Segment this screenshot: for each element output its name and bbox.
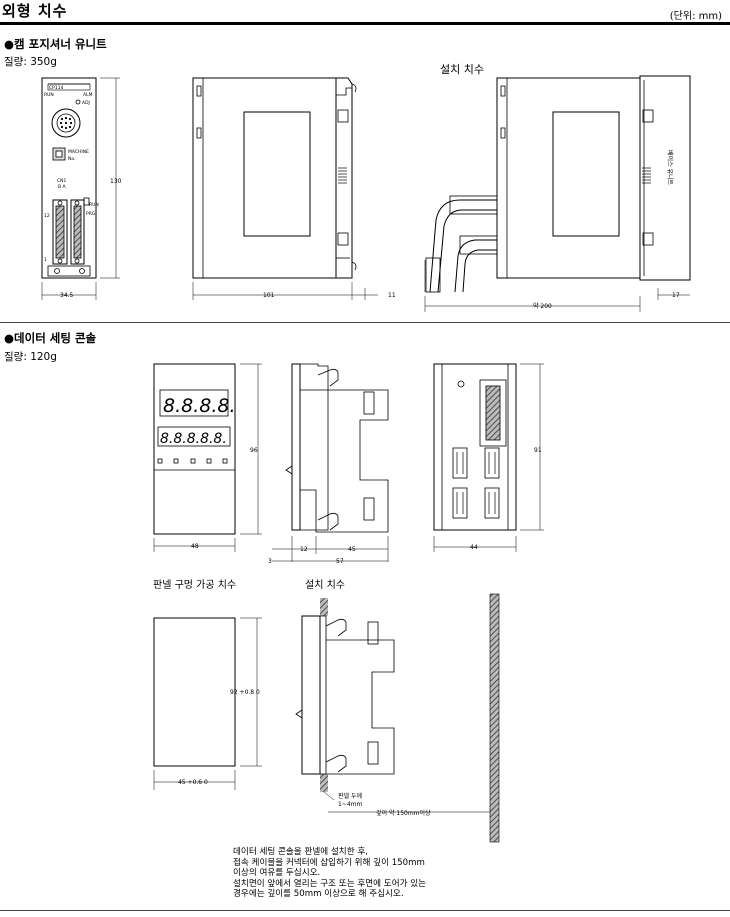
- cam-unit-side-view: 101 11: [192, 77, 396, 300]
- bottom-rule: [0, 910, 730, 911]
- side-vent-lines: [338, 167, 347, 184]
- machine-no-label: MACHINE: [68, 149, 89, 155]
- console-install-view: 판넬 두께 1~4mm 깊이 약 150mm이상: [295, 593, 500, 843]
- cam-unit-front-view: CP114 RUN ALM ADJ MACHINE No. CN1 B A: [41, 77, 122, 300]
- dim-base-offset-17: 17: [672, 292, 680, 299]
- console-front-view: 8.8.8.8. 8.8.8.8.8. 96 48: [153, 363, 262, 552]
- rotary-connector-pins: [59, 116, 73, 130]
- dim-install-depth-200: 약 200: [533, 302, 552, 310]
- console-side-view: 12 45 3 57: [268, 363, 389, 565]
- dim-side-57: 57: [336, 558, 344, 565]
- section-cam-positioner-weight: 질량: 350g: [4, 56, 57, 68]
- dim-depth-101: 101: [263, 292, 275, 299]
- cam-unit-install-view: 베이스 유니트 약 200 17: [424, 75, 691, 312]
- note-line: 이상의 여유를 두십시오.: [233, 868, 321, 879]
- panel-cut-view: 92 +0.8 0 45 +0.6 0: [153, 617, 262, 790]
- rear-wall: [489, 593, 500, 843]
- section-data-console-title: ●데이터 세팅 콘솔: [4, 331, 97, 345]
- display-upper: 8.8.8.8.: [163, 395, 236, 417]
- note-line: 경우에는 깊이를 50mm 이상으로 해 주십시오.: [233, 889, 404, 900]
- pin12-label: 12: [44, 213, 50, 219]
- dim-side-12: 12: [300, 546, 308, 553]
- dim-console-height-96: 96: [250, 447, 258, 454]
- install-dimension-label-1: 설치 치수: [440, 63, 484, 76]
- depth-note-label: 깊이 약 150mm이상: [376, 809, 431, 817]
- dim-cut-width: 45 +0.6 0: [178, 779, 208, 786]
- dim-rear-width-44: 44: [470, 544, 478, 551]
- page-title: 외형 치수: [2, 2, 68, 20]
- dim-rear-height-91: 91: [534, 447, 542, 454]
- dim-side-3: 3: [268, 558, 272, 565]
- key-3: [190, 458, 196, 464]
- install-vent-lines: [642, 167, 651, 184]
- prg-switch-label: PRG: [86, 211, 96, 217]
- pin1-label: 1: [44, 257, 47, 263]
- key-4: [206, 458, 212, 464]
- dim-height-130: 130: [110, 178, 122, 185]
- panel-thickness-range: 1~4mm: [338, 801, 363, 808]
- dim-width-34-5: 34.5: [60, 292, 74, 299]
- section-data-console-weight: 질량: 120g: [4, 351, 57, 363]
- dim-side-45: 45: [348, 546, 356, 553]
- no-label: No.: [68, 156, 75, 162]
- base-unit-label: 베이스 유니트: [666, 150, 674, 186]
- note-line: 접속 케이블을 커넥터에 삽입하기 위해 깊이 150mm: [233, 857, 425, 868]
- run-led-label: RUN: [44, 92, 54, 98]
- note-line: 데이터 세팅 콘솔을 판넬에 설치한 후,: [233, 847, 368, 857]
- dim-protrusion-11: 11: [388, 292, 396, 299]
- display-lower: 8.8.8.8.8.: [160, 431, 227, 447]
- section-divider: [0, 322, 730, 323]
- key-1: [157, 458, 163, 464]
- ba-label: B A: [58, 184, 67, 190]
- key-2: [173, 458, 179, 464]
- alm-led-label: ALM: [83, 92, 93, 98]
- section-cam-positioner-title: ●캠 포지셔너 유니트: [4, 37, 107, 51]
- panel-thickness-label: 판넬 두께: [338, 792, 362, 800]
- panel-cut-label: 판넬 구멍 가공 치수: [153, 580, 237, 591]
- cn1-label: CN1: [57, 178, 67, 184]
- install-note: 데이터 세팅 콘솔을 판넬에 설치한 후, 접속 케이블을 커넥터에 삽입하기 …: [233, 847, 426, 900]
- install-dimension-label-2: 설치 치수: [305, 580, 345, 591]
- title-rule: [0, 22, 730, 25]
- dim-cut-height: 92 +0.8 0: [230, 689, 260, 696]
- adj-label: ADJ: [82, 100, 90, 106]
- console-rear-view: 91 44: [433, 363, 544, 552]
- unit-label: (단위: mm): [669, 11, 722, 22]
- dim-console-width-48: 48: [191, 543, 199, 550]
- run-switch-label: RUN: [89, 202, 99, 208]
- model-label: CP114: [49, 85, 64, 91]
- note-line: 설치면이 앞에서 열리는 구조 또는 후면에 도어가 있는: [233, 878, 427, 889]
- key-5: [222, 458, 228, 464]
